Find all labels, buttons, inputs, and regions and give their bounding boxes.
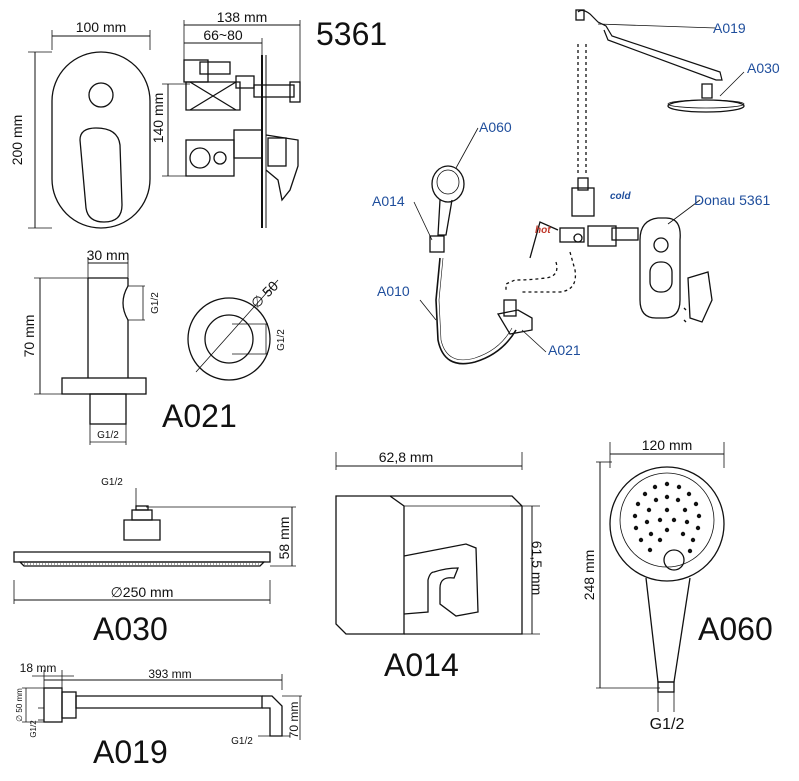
mixer-body-height-dim: 140 mm xyxy=(150,93,166,144)
a019-code-title: A019 xyxy=(93,734,168,770)
a014-height-dim: 61,5 mm xyxy=(529,541,545,595)
a030-shower-head-drawing xyxy=(13,488,296,604)
a014-width-dim: 62,8 mm xyxy=(379,449,433,465)
a060-thread-dim: G1/2 xyxy=(650,716,685,733)
a030-code-title: A030 xyxy=(93,611,168,647)
a060-hand-shower-drawing xyxy=(596,442,725,712)
a019-height-dim: 70 mm xyxy=(287,702,301,739)
a060-width-dim: 120 mm xyxy=(642,437,693,453)
a030-thread-dim: G1/2 xyxy=(101,477,123,488)
schematic-label-cold: cold xyxy=(610,191,631,202)
a021-side-thread-dim: G1/2 xyxy=(150,292,161,314)
a021-outlet-drawing xyxy=(34,258,279,445)
a021-round-thread-dim: G1/2 xyxy=(276,329,287,351)
a019-diameter-dim: ∅ 50 mm xyxy=(15,688,24,722)
schematic-label-a021: A021 xyxy=(548,342,581,358)
a021-height-dim: 70 mm xyxy=(21,315,37,358)
a021-diameter-dim: ∅ 50 xyxy=(248,277,282,311)
mixer-side-view xyxy=(162,20,301,228)
a030-diameter-dim: ∅250 mm xyxy=(111,584,174,600)
a019-length-dim: 393 mm xyxy=(148,667,191,681)
a021-width-dim: 30 mm xyxy=(87,247,130,263)
schematic-label-hot: hot xyxy=(535,225,551,236)
a019-shower-arm-drawing xyxy=(22,670,302,740)
a021-bottom-thread-dim: G1/2 xyxy=(97,430,119,441)
mixer-depth-dim: 138 mm xyxy=(217,9,268,25)
a019-offset-dim: 18 mm xyxy=(20,661,57,675)
installation-schematic xyxy=(413,9,745,365)
a021-code-title: A021 xyxy=(162,398,237,434)
a060-length-dim: 248 mm xyxy=(581,550,597,601)
schematic-label-a060: A060 xyxy=(479,119,512,135)
a060-spray-holes xyxy=(632,481,702,554)
mixer-height-dim: 200 mm xyxy=(9,115,25,166)
a030-height-dim: 58 mm xyxy=(276,517,292,560)
a014-code-title: A014 xyxy=(384,647,459,683)
schematic-label-a014: A014 xyxy=(372,193,405,209)
schematic-label-a010: A010 xyxy=(377,283,410,299)
a019-side-thread-dim: G1/2 xyxy=(29,720,38,738)
mixer-width-dim: 100 mm xyxy=(76,19,127,35)
mixer-front-view xyxy=(28,30,151,229)
a014-holder-drawing xyxy=(335,452,540,635)
schematic-label-a030: A030 xyxy=(747,60,780,76)
a060-code-title: A060 xyxy=(698,611,773,647)
mixer-depth-range-dim: 66~80 xyxy=(203,27,243,43)
mixer-code-title: 5361 xyxy=(316,16,387,52)
schematic-label-donau: Donau 5361 xyxy=(694,192,771,208)
a019-bottom-thread-dim: G1/2 xyxy=(231,736,253,747)
schematic-label-a019: A019 xyxy=(713,20,746,36)
